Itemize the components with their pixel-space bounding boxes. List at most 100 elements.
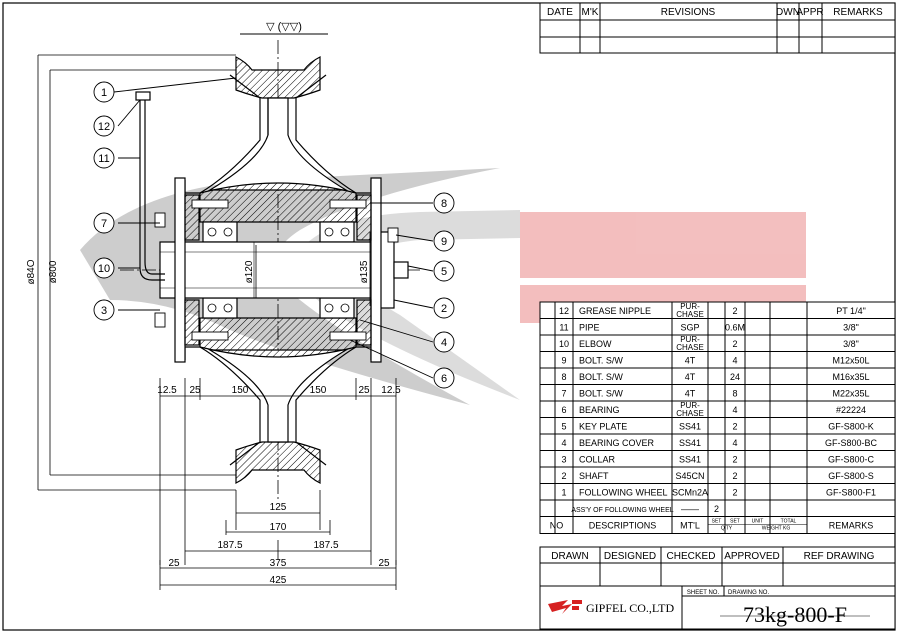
dim-150-right: 150 — [310, 385, 327, 396]
balloon-4: 4 — [441, 337, 447, 349]
parts-row-material: 4T — [685, 372, 696, 382]
dimension-text: ø84O ø800 ø120 ø135 12.5 25 150 150 25 1… — [26, 259, 401, 586]
parts-row-remarks: 3/8" — [843, 323, 859, 333]
parts-row-no: 2 — [561, 471, 566, 481]
parts-row-material: 4T — [685, 389, 696, 399]
drawing-number: 73kg-800-F — [743, 602, 847, 627]
balloon-labels: 1 2 3 4 5 6 7 8 9 10 11 12 — [98, 87, 447, 385]
revision-block: DATE M'K REVISIONS DWN APPR REMARKS — [539, 2, 896, 54]
parts-row-remarks: 3/8" — [843, 339, 859, 349]
dim-dia-800: ø800 — [48, 260, 59, 283]
dim-25-left: 25 — [189, 385, 201, 396]
title-drawn: DRAWN — [551, 551, 588, 562]
parts-row-material: SS41 — [679, 422, 701, 432]
dim-dia-120: ø120 — [244, 260, 255, 283]
title-checked: CHECKED — [667, 551, 716, 562]
surface-finish-symbol: ▽ (▽▽) — [266, 21, 302, 33]
footer-descriptions: DESCRIPTIONS — [589, 521, 657, 531]
parts-row-remarks: GF-S800-K — [828, 422, 874, 432]
parts-row-material: SS41 — [679, 455, 701, 465]
parts-row-description: GREASE NIPPLE — [579, 306, 651, 316]
footer-set: SET — [712, 519, 722, 525]
footer-total: TOTAL — [781, 519, 797, 525]
parts-row-remarks: M12x50L — [832, 356, 869, 366]
revision-header-revisions: REVISIONS — [661, 7, 716, 18]
title-designed: DESIGNED — [604, 551, 656, 562]
balloon-2: 2 — [441, 303, 447, 315]
parts-row-description: BEARING — [579, 405, 620, 415]
parts-row-qty: 4 — [732, 438, 737, 448]
dim-170: 170 — [270, 522, 287, 533]
dim-187-5-right: 187.5 — [313, 540, 338, 551]
parts-row-no: 5 — [561, 422, 566, 432]
company-logo-icon — [548, 600, 582, 614]
parts-row-qty: 4 — [732, 405, 737, 415]
footer-weight: WEIGHT KG — [762, 526, 791, 532]
dim-12-5-left: 12.5 — [157, 385, 177, 396]
parts-row-remarks: M22x35L — [832, 389, 869, 399]
footer-material: MT'L — [680, 521, 700, 531]
balloon-3: 3 — [101, 305, 107, 317]
footer-unit: UNIT — [752, 519, 764, 525]
revision-header-date: DATE — [547, 7, 573, 18]
balloon-8: 8 — [441, 198, 447, 210]
dim-375: 375 — [270, 558, 287, 569]
parts-row-description: SHAFT — [579, 471, 609, 481]
parts-row-qty: 2 — [732, 422, 737, 432]
parts-row-qty: 2 — [732, 306, 737, 316]
parts-row-material: PUR-CHASE — [676, 335, 704, 352]
parts-row-description: BOLT. S/W — [579, 389, 623, 399]
footer-remarks: REMARKS — [829, 521, 874, 531]
balloon-1: 1 — [101, 87, 107, 99]
balloon-6: 6 — [441, 373, 447, 385]
title-approved: APPROVED — [724, 551, 780, 562]
title-block: DRAWN DESIGNED CHECKED APPROVED REF DRAW… — [539, 546, 896, 630]
title-drawing-no-label: DRAWING NO. — [728, 590, 769, 596]
parts-row-remarks: GF-S800-S — [828, 471, 874, 481]
assy-label: ASS'Y OF FOLLOWING WHEEL — [571, 507, 673, 514]
revision-header-dwn: DWN — [776, 7, 800, 18]
parts-row-no: 7 — [561, 389, 566, 399]
parts-row-no: 11 — [559, 323, 568, 333]
parts-row-qty: 2 — [732, 488, 737, 498]
parts-row-no: 8 — [561, 372, 566, 382]
parts-row-qty: 4 — [732, 356, 737, 366]
dim-25-right: 25 — [358, 385, 370, 396]
dim-187-5-left: 187.5 — [217, 540, 242, 551]
footer-set-2: SET — [730, 519, 740, 525]
parts-row-description: ELBOW — [579, 339, 612, 349]
parts-row-description: KEY PLATE — [579, 422, 627, 432]
parts-row-description: BOLT. S/W — [579, 356, 623, 366]
balloon-5: 5 — [441, 266, 447, 278]
balloons — [93, 77, 455, 389]
parts-row-qty: 8 — [732, 389, 737, 399]
parts-row-description: PIPE — [579, 323, 600, 333]
parts-row-no: 10 — [559, 339, 569, 349]
parts-row-qty: 2 — [732, 471, 737, 481]
revision-header-remarks: REMARKS — [833, 7, 883, 18]
parts-row-description: BOLT. S/W — [579, 372, 623, 382]
parts-row-remarks: GF-S800-C — [828, 455, 875, 465]
title-sheet-no: SHEET NO. — [687, 590, 720, 596]
parts-row-description: FOLLOWING WHEEL — [579, 488, 668, 498]
parts-row-material: SCMn2A — [672, 488, 708, 498]
parts-row-material: SS41 — [679, 438, 701, 448]
revision-header-mark: M'K — [582, 7, 599, 18]
parts-row-no: 1 — [561, 488, 566, 498]
balloon-11: 11 — [98, 153, 109, 165]
parts-row-description: COLLAR — [579, 455, 616, 465]
parts-row-material: SGP — [680, 323, 699, 333]
wheel-section-view — [120, 40, 420, 500]
parts-row-material: PUR-CHASE — [676, 302, 704, 319]
dimension-lines — [37, 54, 397, 590]
dim-425: 425 — [270, 575, 287, 586]
dim-125: 125 — [270, 502, 287, 513]
parts-row-qty: 24 — [730, 372, 740, 382]
parts-row-no: 3 — [561, 455, 566, 465]
dim-25-bottom-left: 25 — [168, 558, 180, 569]
dim-dia-135: ø135 — [359, 260, 370, 283]
revision-header-appr: APPR — [796, 7, 823, 18]
balloon-9: 9 — [441, 236, 447, 248]
